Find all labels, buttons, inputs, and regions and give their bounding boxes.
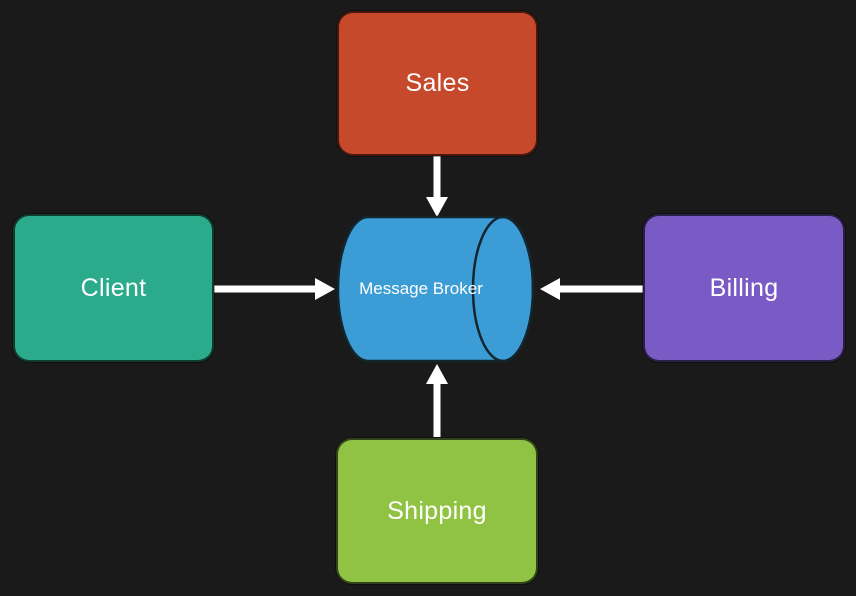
arrow-head — [426, 364, 448, 384]
node-sales-label: Sales — [405, 69, 470, 97]
arrow-sales-to-broker — [426, 156, 448, 217]
node-client-label: Client — [80, 273, 147, 302]
node-sales: Sales — [337, 11, 538, 156]
arrow-client-to-broker — [214, 278, 335, 300]
node-client: Client — [13, 214, 214, 362]
node-shipping-label: Shipping — [387, 496, 487, 525]
node-message-broker: Message Broker — [337, 214, 535, 364]
arrow-head — [540, 278, 560, 300]
node-message-broker-label: Message Broker — [359, 278, 483, 298]
node-shipping: Shipping — [336, 438, 538, 584]
node-billing: Billing — [643, 214, 845, 362]
node-billing-label: Billing — [709, 273, 779, 302]
arrow-shipping-to-broker — [426, 364, 448, 437]
cylinder-end-cap — [471, 215, 535, 363]
cylinder-shape — [337, 215, 535, 363]
arrow-billing-to-broker — [540, 278, 645, 300]
arrow-head — [315, 278, 335, 300]
